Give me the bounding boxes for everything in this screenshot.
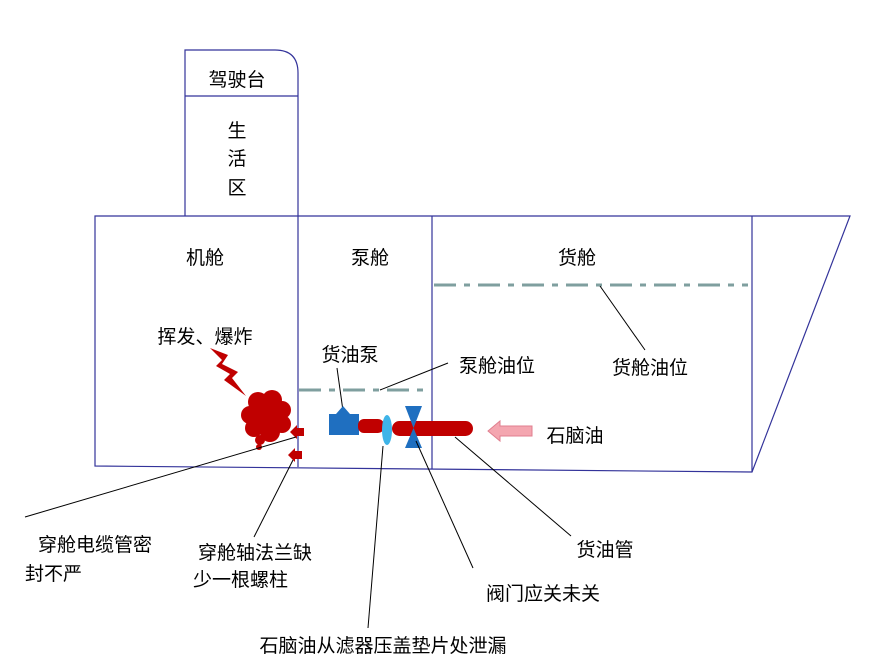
cable-seal-label-1: 穿舱电缆管密 (38, 534, 152, 556)
cargo-pipe (392, 421, 473, 436)
valve-open-label: 阀门应关未关 (486, 583, 600, 605)
explosion-cloud-icon (241, 390, 291, 450)
engine-room-label: 机舱 (186, 247, 224, 269)
leak-arrow-shaft-icon (288, 448, 302, 462)
filter-leak-label: 石脑油从滤器压盖垫片处泄漏 (259, 635, 506, 657)
shaft-flange-label-2: 少一根螺柱 (193, 569, 288, 591)
filter-icon (382, 415, 392, 445)
cargo-pipe-leader (454, 436, 572, 537)
pump-outlet-arrow-icon (336, 406, 350, 418)
bridge-structure (184, 49, 299, 216)
bridge-label: 驾驶台 (208, 69, 265, 91)
cargo-pump-label: 货油泵 (321, 344, 378, 366)
living-label-3: 区 (227, 177, 246, 199)
pump-room-level-label: 泵舱油位 (459, 355, 535, 377)
cable-seal-label-2: 封不严 (25, 563, 82, 585)
cargo-hold-level-label: 货舱油位 (612, 357, 688, 379)
valve-icon (405, 406, 422, 448)
living-label-2: 活 (227, 148, 246, 170)
filter-leak-leader (367, 445, 384, 629)
cargo-level-leader (599, 285, 646, 351)
shaft-flange-label-1: 穿舱轴法兰缺 (198, 542, 312, 564)
pipe-segment (358, 419, 384, 433)
cable-seal-leader (24, 436, 297, 518)
evaporation-label: 挥发、爆炸 (157, 326, 252, 348)
valve-leader (415, 440, 474, 569)
shaft-flange-leader (253, 459, 294, 538)
cargo-pipe-label: 货油管 (576, 539, 633, 561)
living-label-1: 生 (227, 120, 246, 142)
pump-room-label: 泵舱 (351, 247, 389, 269)
leak-arrow-cable-icon (290, 425, 304, 439)
pump-level-leader (379, 362, 449, 391)
cargo-pump-icon (329, 414, 359, 435)
naphtha-inflow-arrow-icon (487, 419, 533, 443)
naphtha-label: 石脑油 (546, 425, 603, 447)
lightning-icon (210, 348, 246, 396)
cargo-hold-label: 货舱 (558, 247, 596, 269)
